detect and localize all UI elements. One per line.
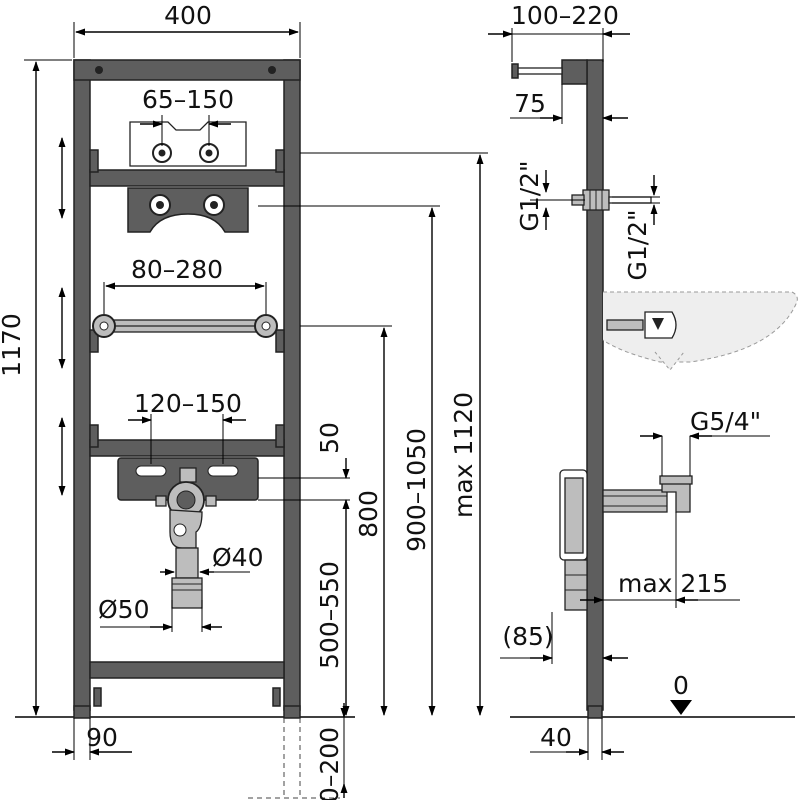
label-bracket-top: 65–150 bbox=[142, 85, 234, 114]
top-bracket-plate bbox=[129, 121, 247, 167]
dim-dia-40: Ø40 bbox=[160, 543, 264, 576]
label-900-1050: 900–1050 bbox=[402, 428, 431, 552]
floor-zero-marker: 0 bbox=[670, 671, 692, 715]
label-thread-g54: G5/4" bbox=[690, 407, 761, 436]
dim-side-100-220: 100–220 bbox=[488, 1, 630, 62]
dim-max-1120: max 1120 bbox=[300, 152, 488, 716]
label-500-550: 500–550 bbox=[315, 561, 344, 669]
dim-width-total: 400 bbox=[73, 1, 301, 58]
label-width-total: 400 bbox=[164, 1, 212, 30]
dim-height-total: 1170 bbox=[0, 59, 72, 716]
label-thread-g12-a: G1/2" bbox=[515, 160, 544, 231]
dim-dia-50: Ø50 bbox=[98, 595, 222, 632]
drain-mounting-plate bbox=[117, 457, 259, 501]
label-offset-50: 50 bbox=[315, 422, 344, 454]
front-frame bbox=[73, 59, 301, 719]
dim-foot-90: 90 bbox=[52, 718, 132, 760]
dim-drain-heights: 50 500–550 bbox=[258, 422, 350, 716]
label-drain-span: 120–150 bbox=[134, 389, 242, 418]
dim-bracket-top: 65–150 bbox=[140, 85, 234, 146]
label-85: (85) bbox=[502, 622, 553, 651]
dim-900-1050: 900–1050 bbox=[258, 205, 440, 716]
dim-max-215: max 215 bbox=[580, 512, 740, 608]
label-800: 800 bbox=[354, 490, 383, 538]
label-max-1120: max 1120 bbox=[449, 392, 478, 518]
label-foot-90: 90 bbox=[86, 723, 118, 752]
dim-800: 800 bbox=[300, 325, 392, 716]
label-floor-zero: 0 bbox=[673, 671, 689, 700]
dim-drain-span: 120–150 bbox=[128, 389, 246, 464]
label-bar-span: 80–280 bbox=[131, 255, 223, 284]
label-max-215: max 215 bbox=[618, 569, 728, 598]
side-siphon bbox=[559, 469, 693, 611]
label-thread-g12-b: G1/2" bbox=[623, 209, 652, 280]
label-dia-40: Ø40 bbox=[212, 543, 264, 572]
label-side-40: 40 bbox=[540, 723, 572, 752]
dim-85: (85) bbox=[500, 612, 628, 664]
dim-foot-0-200: 0–200 bbox=[315, 703, 348, 800]
wash-basin bbox=[602, 291, 798, 371]
dim-side-75: 75 bbox=[510, 84, 628, 124]
label-dia-50: Ø50 bbox=[98, 595, 150, 624]
label-side-100-220: 100–220 bbox=[511, 1, 619, 30]
dim-thread-g54: G5/4" bbox=[640, 407, 770, 476]
water-connection-plate bbox=[127, 187, 249, 233]
dim-thread-g12-a: G1/2" bbox=[515, 160, 585, 232]
dim-thread-g12-b: G1/2" bbox=[612, 175, 660, 281]
dim-bar-span: 80–280 bbox=[103, 255, 267, 314]
label-side-75: 75 bbox=[514, 89, 546, 118]
dim-side-40: 40 bbox=[530, 718, 624, 760]
foot-extension bbox=[248, 718, 340, 799]
label-foot-0-200: 0–200 bbox=[315, 727, 344, 800]
label-height-total: 1170 bbox=[0, 313, 26, 377]
drain-siphon bbox=[155, 481, 217, 609]
adjustable-tie-bar bbox=[92, 314, 278, 338]
side-frame bbox=[511, 59, 652, 719]
